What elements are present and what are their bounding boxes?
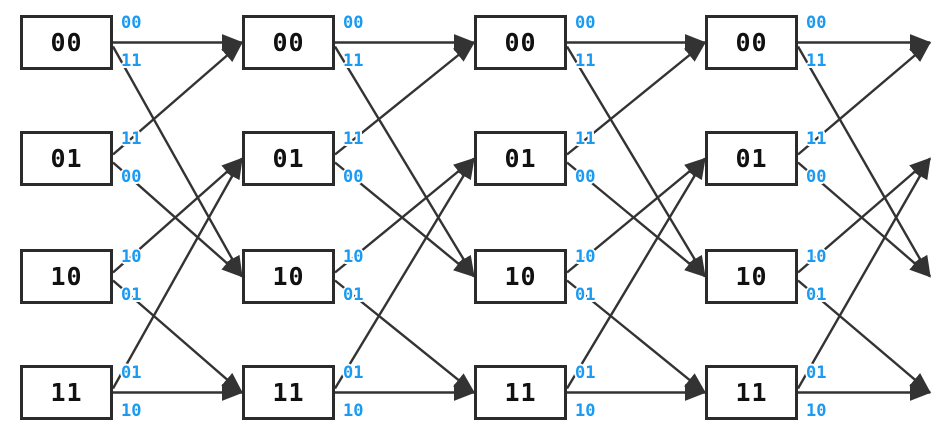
state-node-label: 10 bbox=[272, 262, 305, 291]
state-node-11-stage-0: 11 bbox=[20, 365, 113, 420]
state-node-label: 10 bbox=[504, 262, 537, 291]
edge-label-11-01-stage-2: 01 bbox=[575, 362, 596, 383]
edge-label-10-10-stage-0: 10 bbox=[121, 246, 142, 267]
edge-01-to-10-stage-2 bbox=[566, 161, 707, 278]
edge-00-to-10-stage-0 bbox=[111, 45, 244, 278]
edge-label-10-10-stage-1: 10 bbox=[343, 246, 364, 267]
edge-10-to-01-stage-0 bbox=[112, 157, 244, 274]
edge-10-to-11-stage-1 bbox=[334, 279, 476, 394]
edge-00-to-10-stage-3 bbox=[796, 45, 932, 278]
state-node-11-stage-1: 11 bbox=[242, 365, 335, 420]
edge-label-10-10-stage-3: 10 bbox=[806, 246, 827, 267]
state-node-01-stage-3: 01 bbox=[705, 131, 798, 186]
state-node-10-stage-0: 10 bbox=[20, 249, 113, 304]
edge-01-to-00-stage-2 bbox=[566, 41, 707, 156]
edge-10-to-11-stage-0 bbox=[112, 279, 244, 394]
edge-label-01-00-stage-0: 00 bbox=[121, 166, 142, 187]
edge-10-to-11-stage-3 bbox=[797, 279, 932, 394]
edge-label-01-11-stage-1: 11 bbox=[343, 128, 364, 149]
state-node-label: 10 bbox=[735, 262, 768, 291]
edge-label-10-10-stage-2: 10 bbox=[575, 246, 596, 267]
state-node-00-stage-0: 00 bbox=[20, 15, 113, 70]
edge-label-11-01-stage-1: 01 bbox=[343, 362, 364, 383]
edge-10-to-01-stage-2 bbox=[566, 157, 707, 274]
state-node-label: 00 bbox=[504, 28, 537, 57]
state-node-label: 10 bbox=[50, 262, 83, 291]
edges-group bbox=[111, 34, 932, 401]
edge-label-01-11-stage-0: 11 bbox=[121, 128, 142, 149]
edge-11-to-01-stage-1 bbox=[333, 157, 476, 390]
edge-11-to-01-stage-0 bbox=[111, 157, 244, 390]
edge-label-01-11-stage-2: 11 bbox=[575, 128, 596, 149]
state-node-label: 00 bbox=[50, 28, 83, 57]
edge-label-11-10-stage-1: 10 bbox=[343, 400, 364, 421]
state-node-label: 01 bbox=[50, 144, 83, 173]
edge-label-10-01-stage-3: 01 bbox=[806, 284, 827, 305]
state-node-00-stage-2: 00 bbox=[474, 15, 567, 70]
edge-01-to-00-stage-0 bbox=[112, 41, 244, 156]
edge-label-10-01-stage-0: 01 bbox=[121, 284, 142, 305]
edge-01-to-00-stage-1 bbox=[334, 41, 476, 156]
state-node-label: 01 bbox=[272, 144, 305, 173]
edge-00-to-10-stage-1 bbox=[333, 45, 476, 278]
state-node-10-stage-3: 10 bbox=[705, 249, 798, 304]
edge-01-to-10-stage-1 bbox=[334, 161, 476, 278]
state-node-01-stage-0: 01 bbox=[20, 131, 113, 186]
edge-label-00-11-stage-3: 11 bbox=[806, 50, 827, 71]
state-node-00-stage-1: 00 bbox=[242, 15, 335, 70]
edge-label-11-10-stage-2: 10 bbox=[575, 400, 596, 421]
state-node-label: 11 bbox=[272, 378, 305, 407]
edge-label-01-00-stage-3: 00 bbox=[806, 166, 827, 187]
state-node-label: 11 bbox=[735, 378, 768, 407]
state-node-label: 00 bbox=[735, 28, 768, 57]
edge-label-11-01-stage-3: 01 bbox=[806, 362, 827, 383]
state-node-10-stage-2: 10 bbox=[474, 249, 567, 304]
edge-01-to-10-stage-0 bbox=[112, 161, 244, 278]
edge-01-to-10-stage-3 bbox=[797, 161, 932, 278]
edge-label-10-01-stage-2: 01 bbox=[575, 284, 596, 305]
edge-label-00-11-stage-2: 11 bbox=[575, 50, 596, 71]
state-node-label: 01 bbox=[735, 144, 768, 173]
edge-10-to-11-stage-2 bbox=[566, 279, 707, 394]
state-node-11-stage-3: 11 bbox=[705, 365, 798, 420]
edge-label-00-00-stage-3: 00 bbox=[806, 12, 827, 33]
edge-label-01-00-stage-2: 00 bbox=[575, 166, 596, 187]
state-node-label: 11 bbox=[504, 378, 537, 407]
edge-label-00-00-stage-2: 00 bbox=[575, 12, 596, 33]
edge-label-01-00-stage-1: 00 bbox=[343, 166, 364, 187]
edge-label-11-10-stage-3: 10 bbox=[806, 400, 827, 421]
edge-00-to-10-stage-2 bbox=[565, 45, 707, 278]
edge-label-00-11-stage-0: 11 bbox=[121, 50, 142, 71]
state-node-label: 00 bbox=[272, 28, 305, 57]
edge-11-to-01-stage-2 bbox=[565, 157, 707, 390]
edge-label-00-11-stage-1: 11 bbox=[343, 50, 364, 71]
edge-label-00-00-stage-0: 00 bbox=[121, 12, 142, 33]
state-node-label: 11 bbox=[50, 378, 83, 407]
edge-10-to-01-stage-3 bbox=[797, 157, 932, 274]
state-node-10-stage-1: 10 bbox=[242, 249, 335, 304]
edge-label-01-11-stage-3: 11 bbox=[806, 128, 827, 149]
state-node-01-stage-1: 01 bbox=[242, 131, 335, 186]
state-node-01-stage-2: 01 bbox=[474, 131, 567, 186]
state-node-11-stage-2: 11 bbox=[474, 365, 567, 420]
edge-label-10-01-stage-1: 01 bbox=[343, 284, 364, 305]
edge-10-to-01-stage-1 bbox=[334, 157, 476, 274]
state-node-label: 01 bbox=[504, 144, 537, 173]
edge-label-00-00-stage-1: 00 bbox=[343, 12, 364, 33]
edge-11-to-01-stage-3 bbox=[796, 157, 932, 390]
edge-label-11-10-stage-0: 10 bbox=[121, 400, 142, 421]
state-node-00-stage-3: 00 bbox=[705, 15, 798, 70]
edge-01-to-00-stage-3 bbox=[797, 41, 932, 156]
edge-label-11-01-stage-0: 01 bbox=[121, 362, 142, 383]
